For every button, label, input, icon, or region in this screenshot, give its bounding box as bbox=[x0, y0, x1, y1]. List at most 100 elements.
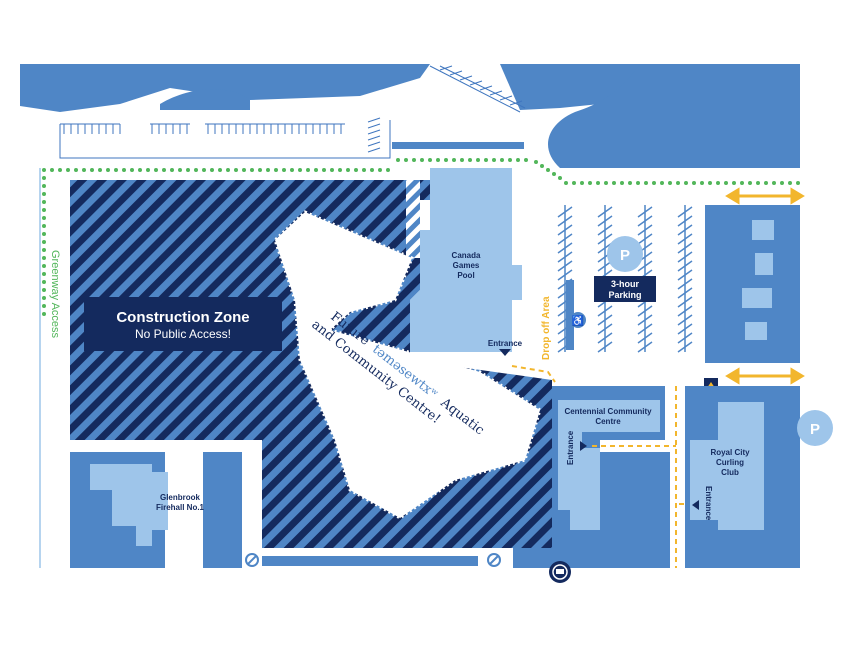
greenway-dot bbox=[42, 272, 46, 276]
stall-line bbox=[604, 305, 613, 312]
greenway-dot bbox=[700, 181, 704, 185]
greenway-dot bbox=[194, 168, 198, 172]
greenway-dot bbox=[420, 158, 424, 162]
stall-line bbox=[677, 310, 686, 317]
stall-line bbox=[644, 215, 653, 222]
construction-zone-subtitle: No Public Access! bbox=[135, 327, 231, 341]
stall-line bbox=[564, 287, 573, 294]
stall-line bbox=[597, 238, 606, 245]
stall-line bbox=[637, 265, 646, 272]
stall-line bbox=[557, 301, 566, 308]
greenway-dot bbox=[154, 168, 158, 172]
stall-line bbox=[564, 242, 573, 249]
greenway-dot bbox=[226, 168, 230, 172]
stall-line bbox=[557, 319, 566, 326]
greenway-dot bbox=[250, 168, 254, 172]
greenway-dot bbox=[42, 176, 46, 180]
no-entry-icon bbox=[245, 553, 259, 567]
stall-line bbox=[564, 206, 573, 213]
greenway-dot bbox=[572, 181, 576, 185]
greenway-path bbox=[42, 158, 800, 316]
stall-line bbox=[684, 305, 693, 312]
glenbrook-building bbox=[90, 464, 168, 546]
stall-line bbox=[557, 337, 566, 344]
north-parking-lot bbox=[59, 65, 526, 159]
stall-line bbox=[557, 220, 566, 227]
stall-line bbox=[684, 287, 693, 294]
greenway-dot bbox=[500, 158, 504, 162]
greenway-dot bbox=[604, 181, 608, 185]
stall-line bbox=[677, 247, 686, 254]
greenway-dot bbox=[314, 168, 318, 172]
greenway-dot bbox=[162, 168, 166, 172]
greenway-dot bbox=[266, 168, 270, 172]
centennial-entrance-label: Entrance bbox=[566, 430, 575, 465]
greenway-dot bbox=[378, 168, 382, 172]
stall-line bbox=[564, 296, 573, 303]
greenway-dot bbox=[42, 288, 46, 292]
greenway-dot bbox=[484, 158, 488, 162]
greenway-dot bbox=[404, 158, 408, 162]
stall-line bbox=[557, 238, 566, 245]
stall-line bbox=[644, 305, 653, 312]
greenway-dot bbox=[50, 168, 54, 172]
royal-city-label-1: Royal City bbox=[710, 448, 750, 457]
stall-line bbox=[677, 337, 686, 344]
stall-line bbox=[684, 332, 693, 339]
royal-city-label-3: Club bbox=[721, 468, 739, 477]
greenway-dot bbox=[732, 181, 736, 185]
greenway-dot bbox=[628, 181, 632, 185]
greenway-dot bbox=[178, 168, 182, 172]
construction-zone-title: Construction Zone bbox=[116, 309, 249, 326]
stall-line bbox=[644, 260, 653, 267]
construction-zone-label-box bbox=[84, 297, 282, 351]
stall-line bbox=[644, 332, 653, 339]
stall-line bbox=[604, 332, 613, 339]
greenway-dot bbox=[508, 158, 512, 162]
greenway-dot bbox=[588, 181, 592, 185]
stall-line bbox=[557, 328, 566, 335]
stall-line bbox=[564, 224, 573, 231]
stall-line bbox=[564, 251, 573, 258]
stall-line bbox=[564, 323, 573, 330]
greenway-dot bbox=[492, 158, 496, 162]
greenway-dot bbox=[676, 181, 680, 185]
stall-line bbox=[557, 346, 566, 353]
canada-games-pool-label-3: Pool bbox=[457, 271, 474, 280]
royal-city-label-2: Curling bbox=[716, 458, 744, 467]
stall-line bbox=[597, 328, 606, 335]
stall-line bbox=[644, 269, 653, 276]
greenway-dot bbox=[684, 181, 688, 185]
stall-line bbox=[604, 206, 613, 213]
stall-line bbox=[367, 147, 381, 153]
greenway-dot bbox=[130, 168, 134, 172]
greenway-dot bbox=[540, 164, 544, 168]
accessible-parking-icon bbox=[570, 312, 586, 328]
stall-line bbox=[677, 346, 686, 353]
stall-line bbox=[644, 341, 653, 348]
greenway-dot bbox=[362, 168, 366, 172]
greenway-dot bbox=[42, 240, 46, 244]
greenway-dot bbox=[42, 208, 46, 212]
stall-line bbox=[684, 341, 693, 348]
greenway-dot bbox=[708, 181, 712, 185]
greenway-dot bbox=[82, 168, 86, 172]
greenway-dot bbox=[756, 181, 760, 185]
stall-line bbox=[604, 314, 613, 321]
greenway-dot bbox=[468, 158, 472, 162]
stall-line bbox=[564, 314, 573, 321]
stall-line bbox=[644, 314, 653, 321]
stall-line bbox=[604, 224, 613, 231]
greenway-dot bbox=[146, 168, 150, 172]
greenway-dot bbox=[42, 304, 46, 308]
greenway-dot bbox=[396, 158, 400, 162]
pedestrian-routes bbox=[511, 365, 684, 568]
three-hour-label-2: Parking bbox=[608, 290, 641, 300]
stall-line bbox=[644, 242, 653, 249]
stall-line bbox=[644, 323, 653, 330]
greenway-dot bbox=[66, 168, 70, 172]
greenway-dot bbox=[764, 181, 768, 185]
stall-line bbox=[597, 265, 606, 272]
stall-line bbox=[637, 301, 646, 308]
